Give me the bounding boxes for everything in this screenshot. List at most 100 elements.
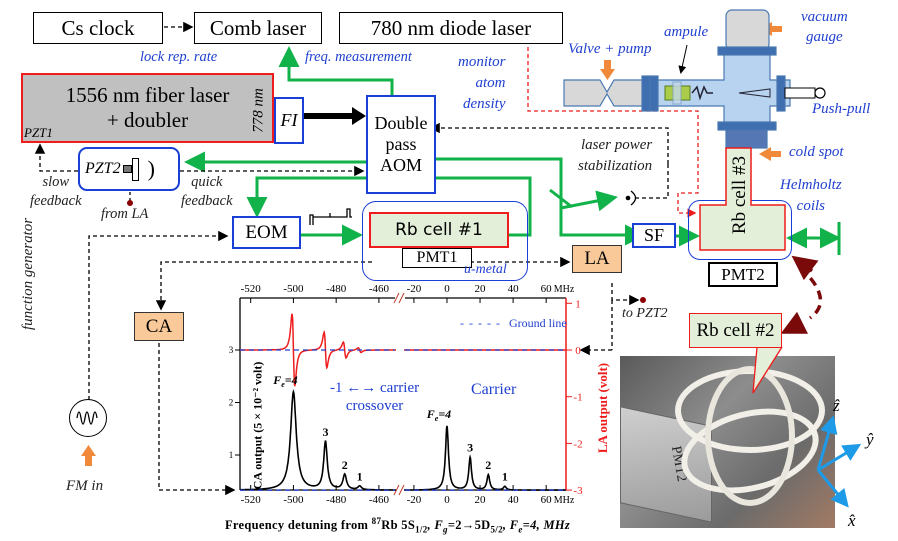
x-tick-label-top: -520 — [241, 283, 262, 295]
ampule-label: ampule — [664, 24, 709, 40]
cs-clock-label: Cs clock — [61, 15, 135, 40]
photodiode-icon — [625, 195, 631, 201]
rb-cell-2-callout: Rb cell #2 — [689, 313, 782, 348]
monitor-label: monitor atom density — [458, 52, 506, 115]
x-tick-label-bottom: 40 — [508, 494, 520, 506]
xlabel-d: =2→5D — [447, 518, 491, 533]
x-tick-label-bottom: 60 — [541, 494, 553, 506]
mirror-icon — [131, 157, 139, 181]
fiber-laser-label-2: + doubler — [106, 108, 189, 132]
peak-label-2: 2 — [485, 458, 491, 472]
chart-legend: - - - - - Ground line — [460, 316, 567, 330]
x-axis-label: x̂ — [848, 511, 856, 530]
aom-to-rb1-beam — [436, 176, 532, 246]
y-right-tick-label: 0 — [575, 345, 581, 357]
zoom-arrow-top — [791, 255, 819, 281]
helmholtz-1: Helmholtz — [780, 177, 842, 193]
y-left-tick-label: 3 — [229, 345, 234, 355]
x-tick-label-top: -460 — [369, 283, 390, 295]
diode-laser-box: 780 nm diode laser — [339, 12, 563, 44]
monitor-3: density — [463, 96, 506, 112]
y-left-tick-label: 1 — [229, 450, 234, 460]
x-tick-label-top: 60 — [541, 283, 553, 295]
y-right-tick-label: -1 — [573, 392, 582, 404]
chart-right-y-title: LA output (volt) — [595, 362, 610, 454]
helmholtz-2: coils — [796, 198, 825, 214]
xlabel-e: , F — [502, 518, 519, 533]
laser-power-1: laser power — [580, 137, 653, 153]
funcgen-to-eom — [88, 230, 229, 400]
x-tick-label-top: 20 — [475, 283, 487, 295]
x-tick-label-bottom: -20 — [407, 494, 422, 506]
peak-label-1: 1 — [357, 470, 363, 484]
monitor-1: monitor — [458, 54, 506, 70]
peak-label-3: 3 — [322, 425, 328, 439]
pmt2-box: PMT2 — [708, 262, 778, 287]
sine-wave-icon — [76, 411, 98, 425]
x-tick-label-bottom: -500 — [283, 494, 304, 506]
xlabel-f: =4, MHz — [522, 518, 571, 533]
from-la-terminal — [127, 200, 133, 206]
to-pzt2-terminal — [640, 297, 646, 303]
axis-break-1-a — [393, 484, 400, 496]
beam-splitter — [549, 188, 573, 209]
xlabel-sup: 87 — [371, 516, 382, 526]
cold-spot-label: cold spot — [789, 144, 844, 160]
u-metal-label: u-metal — [464, 262, 507, 277]
peak-label-fe4: Fe=4 — [272, 373, 297, 389]
fiber-laser-box: 1556 nm fiber laser + doubler — [21, 73, 274, 143]
pzt1-label: PZT1 — [24, 125, 53, 140]
curved-mirror-icon: ) — [147, 156, 155, 181]
x-tick-label-top: -480 — [326, 283, 347, 295]
coil-ring-3 — [705, 366, 795, 506]
xlabel-c: , F — [427, 518, 443, 533]
y-left-tick-label: 2 — [229, 398, 234, 408]
slow-fb-2: feedback — [30, 193, 82, 209]
xlabel-b: Rb 5S — [381, 518, 416, 533]
crossover-sub: crossover — [345, 398, 404, 414]
x-tick-label-top: 0 — [444, 283, 450, 295]
laser-power-2: stabilization — [578, 158, 653, 174]
y-axis-label: ŷ — [866, 430, 874, 449]
peak-label-2: 2 — [342, 458, 348, 472]
quick-fb-1: quick — [191, 174, 223, 190]
sf-label: SF — [643, 225, 665, 245]
y-axis-arrow — [817, 443, 862, 472]
monitor-2: atom — [475, 75, 506, 91]
sf-box: SF — [632, 223, 676, 248]
y-right-tick-label: -2 — [573, 438, 582, 450]
x-unit-top: MHz — [554, 284, 575, 295]
chart-left-y-title: CA output (5 × 10⁻² volt) — [250, 361, 265, 490]
aom-to-eom-beam — [246, 176, 366, 218]
peak-label-1: 1 — [502, 470, 508, 484]
z-axis-arrow — [816, 415, 838, 471]
modulation-waveform — [309, 208, 352, 225]
axis-break-0-a — [393, 292, 400, 304]
axis-break-1-b — [398, 484, 405, 496]
cs-clock-box: Cs clock — [33, 12, 163, 44]
pmt1-label: PMT1 — [416, 249, 458, 266]
peak-label-3: 3 — [467, 441, 473, 455]
comb-laser-box: Comb laser — [194, 12, 322, 44]
x-tick-label-bottom: -520 — [241, 494, 262, 506]
x-axis-arrow — [816, 469, 849, 508]
pzt2-box: PZT2 ) — [78, 147, 180, 191]
y-right-tick-label: 1 — [575, 298, 581, 310]
crossover-title: -1 ←→ carrier — [330, 380, 420, 396]
vacuum-1: vacuum — [801, 9, 848, 25]
from-la-label: from LA — [101, 206, 149, 222]
eom-box: EOM — [232, 216, 301, 249]
aom-label-3: AOM — [379, 155, 422, 175]
pmt1-box: PMT1 — [402, 248, 472, 268]
u-metal-shield — [362, 201, 528, 281]
x-tick-label-bottom: -460 — [369, 494, 390, 506]
x-unit-bottom: MHz — [554, 495, 575, 506]
apparatus-photo: PMT2 — [620, 356, 835, 528]
x-tick-label-top: -20 — [407, 283, 422, 295]
rb-cell-2-label: Rb cell #2 — [696, 319, 775, 341]
lock-rep-rate-label: lock rep. rate — [140, 49, 218, 65]
